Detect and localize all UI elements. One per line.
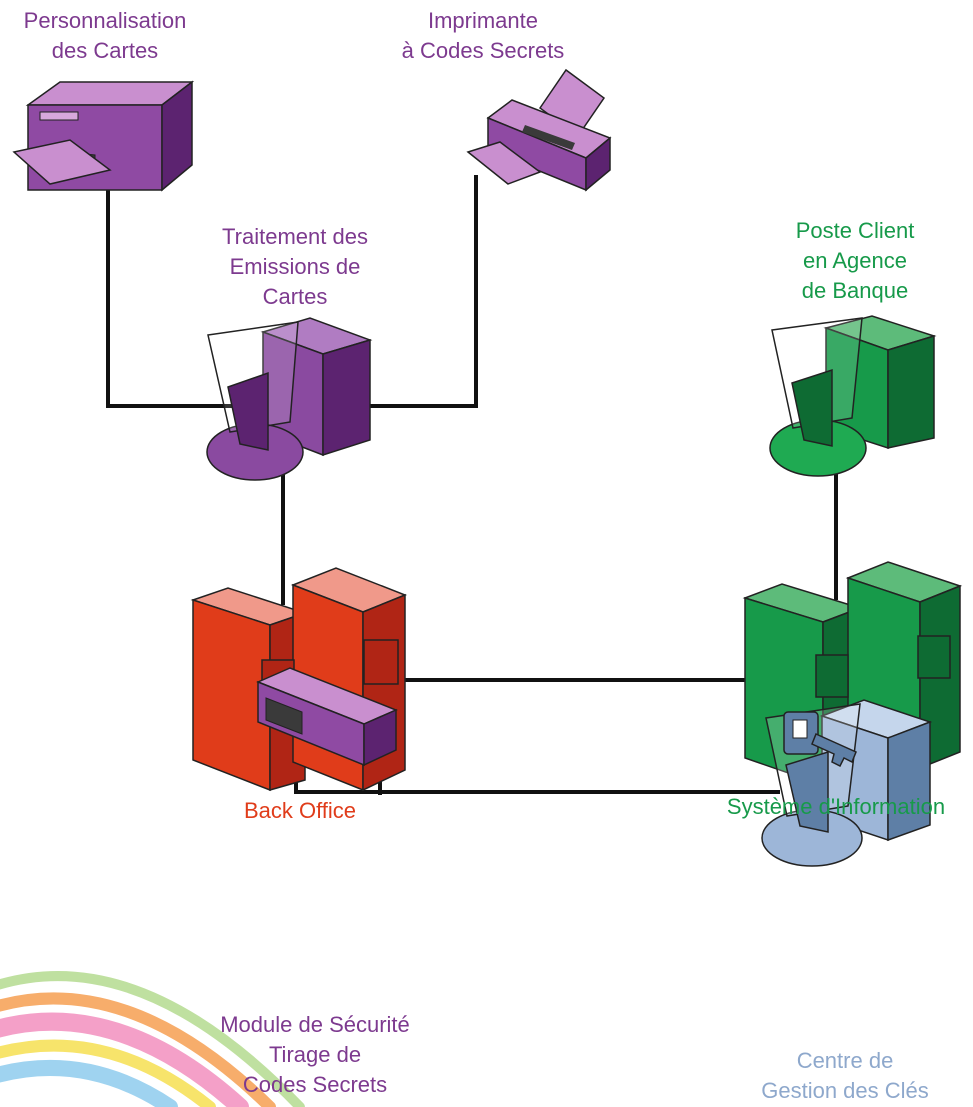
key-workstation-icon <box>761 699 933 867</box>
decorative-swoosh <box>0 971 305 1107</box>
label-information-system: Système d'Information <box>726 794 946 819</box>
label-pin-printer: Imprimante à Codes Secrets <box>401 8 565 63</box>
label-back-office: Back Office <box>243 798 357 823</box>
printer-icon <box>466 68 612 192</box>
workstation-icon <box>206 317 373 481</box>
label-card-personalization: Personnalisation des Cartes <box>23 8 187 63</box>
label-security-module: Module de Sécurité Tirage de Codes Secre… <box>220 1012 410 1097</box>
label-branch-client: Poste Client en Agence de Banque <box>795 218 915 303</box>
workstation-icon <box>769 315 937 477</box>
card-printer-icon <box>12 80 195 192</box>
hsm-icon <box>256 667 398 767</box>
label-card-processing: Traitement des Emissions de Cartes <box>222 224 368 309</box>
label-key-center: Centre de Gestion des Clés <box>761 1048 929 1103</box>
link-card-printer-processing <box>106 180 245 408</box>
link-pin-printer-processing <box>365 175 478 408</box>
